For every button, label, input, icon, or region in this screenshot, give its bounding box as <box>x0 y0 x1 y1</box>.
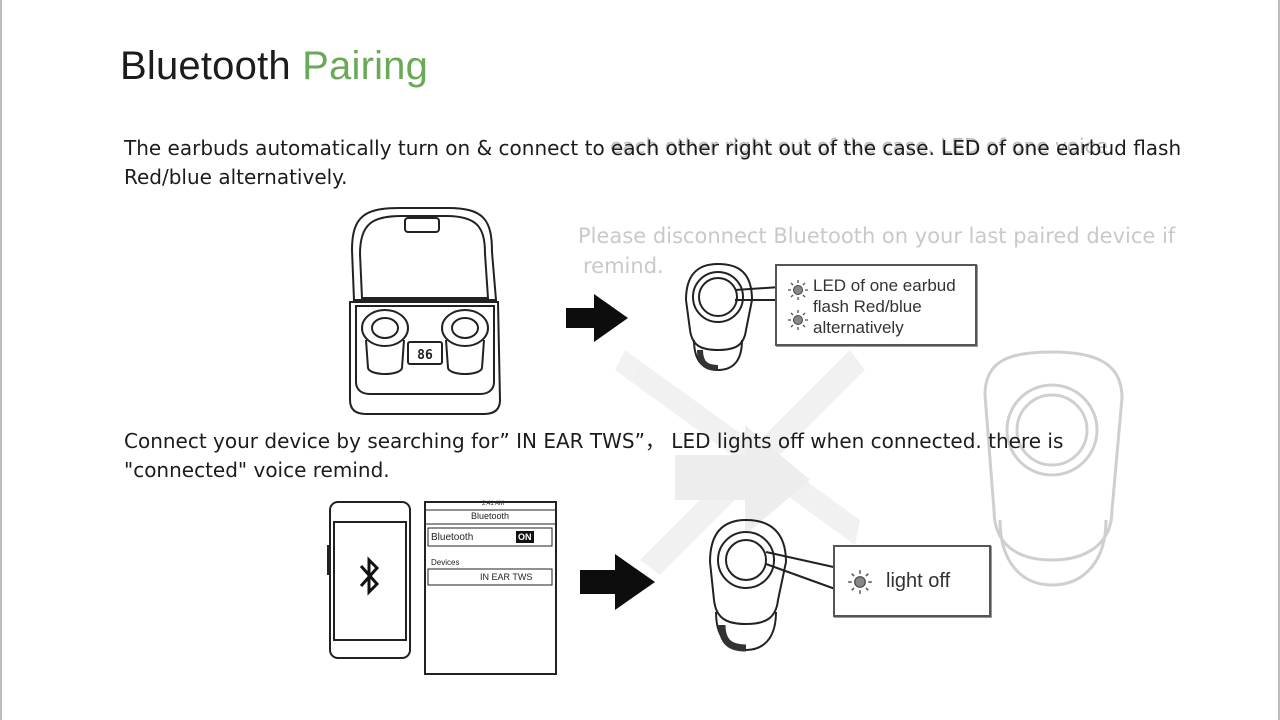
earbud-illustration-1 <box>684 262 781 372</box>
light-off-callout: light off <box>833 545 991 617</box>
callout1-line2: flash Red/blue <box>813 297 922 316</box>
bluetooth-settings-screen <box>424 501 557 675</box>
led-sun-icon <box>788 280 808 300</box>
ghost-text-line2: remind. <box>583 254 664 278</box>
ghost-shapes <box>615 350 1124 587</box>
led-flash-callout: LED of one earbud flash Red/blue alterna… <box>775 264 977 346</box>
step2-instruction: Connect your device by searching for” IN… <box>124 429 1064 482</box>
bluetooth-icon <box>359 556 380 596</box>
earbud-illustration-2 <box>708 518 839 652</box>
left-frame-border <box>0 0 2 720</box>
case-battery-display: 86 <box>417 348 433 363</box>
title-word-pairing: Pairing <box>302 44 429 88</box>
right-frame-border <box>1278 0 1280 720</box>
settings-header: Bluetooth <box>471 511 510 521</box>
page-title: Bluetooth Pairing <box>120 44 428 89</box>
arrow-right-icon <box>566 294 628 342</box>
callout2-line1: light off <box>886 570 951 592</box>
ghost-text-line1: Please disconnect Bluetooth on your last… <box>578 224 1176 248</box>
bluetooth-toggle-label: Bluetooth <box>431 532 474 543</box>
callout1-line1: LED of one earbud <box>813 276 956 295</box>
devices-label: Devices <box>431 558 460 567</box>
status-bar-time: 2:41 AM <box>482 501 505 507</box>
led-sun-icon <box>788 310 808 330</box>
ghost-text-line3: each other right out of the case. LED of… <box>610 134 1108 158</box>
arrow-right-icon <box>580 554 655 610</box>
device-list-item[interactable]: IN EAR TWS <box>480 572 533 582</box>
title-word-bluetooth: Bluetooth <box>120 44 291 88</box>
callout1-line3: alternatively <box>813 318 904 337</box>
bluetooth-toggle-state[interactable]: ON <box>518 532 532 542</box>
step1-instruction: The earbuds automatically turn on & conn… <box>124 136 1182 189</box>
charging-case-illustration <box>349 207 502 415</box>
led-sun-icon <box>848 570 872 594</box>
phone-illustration <box>327 501 411 659</box>
